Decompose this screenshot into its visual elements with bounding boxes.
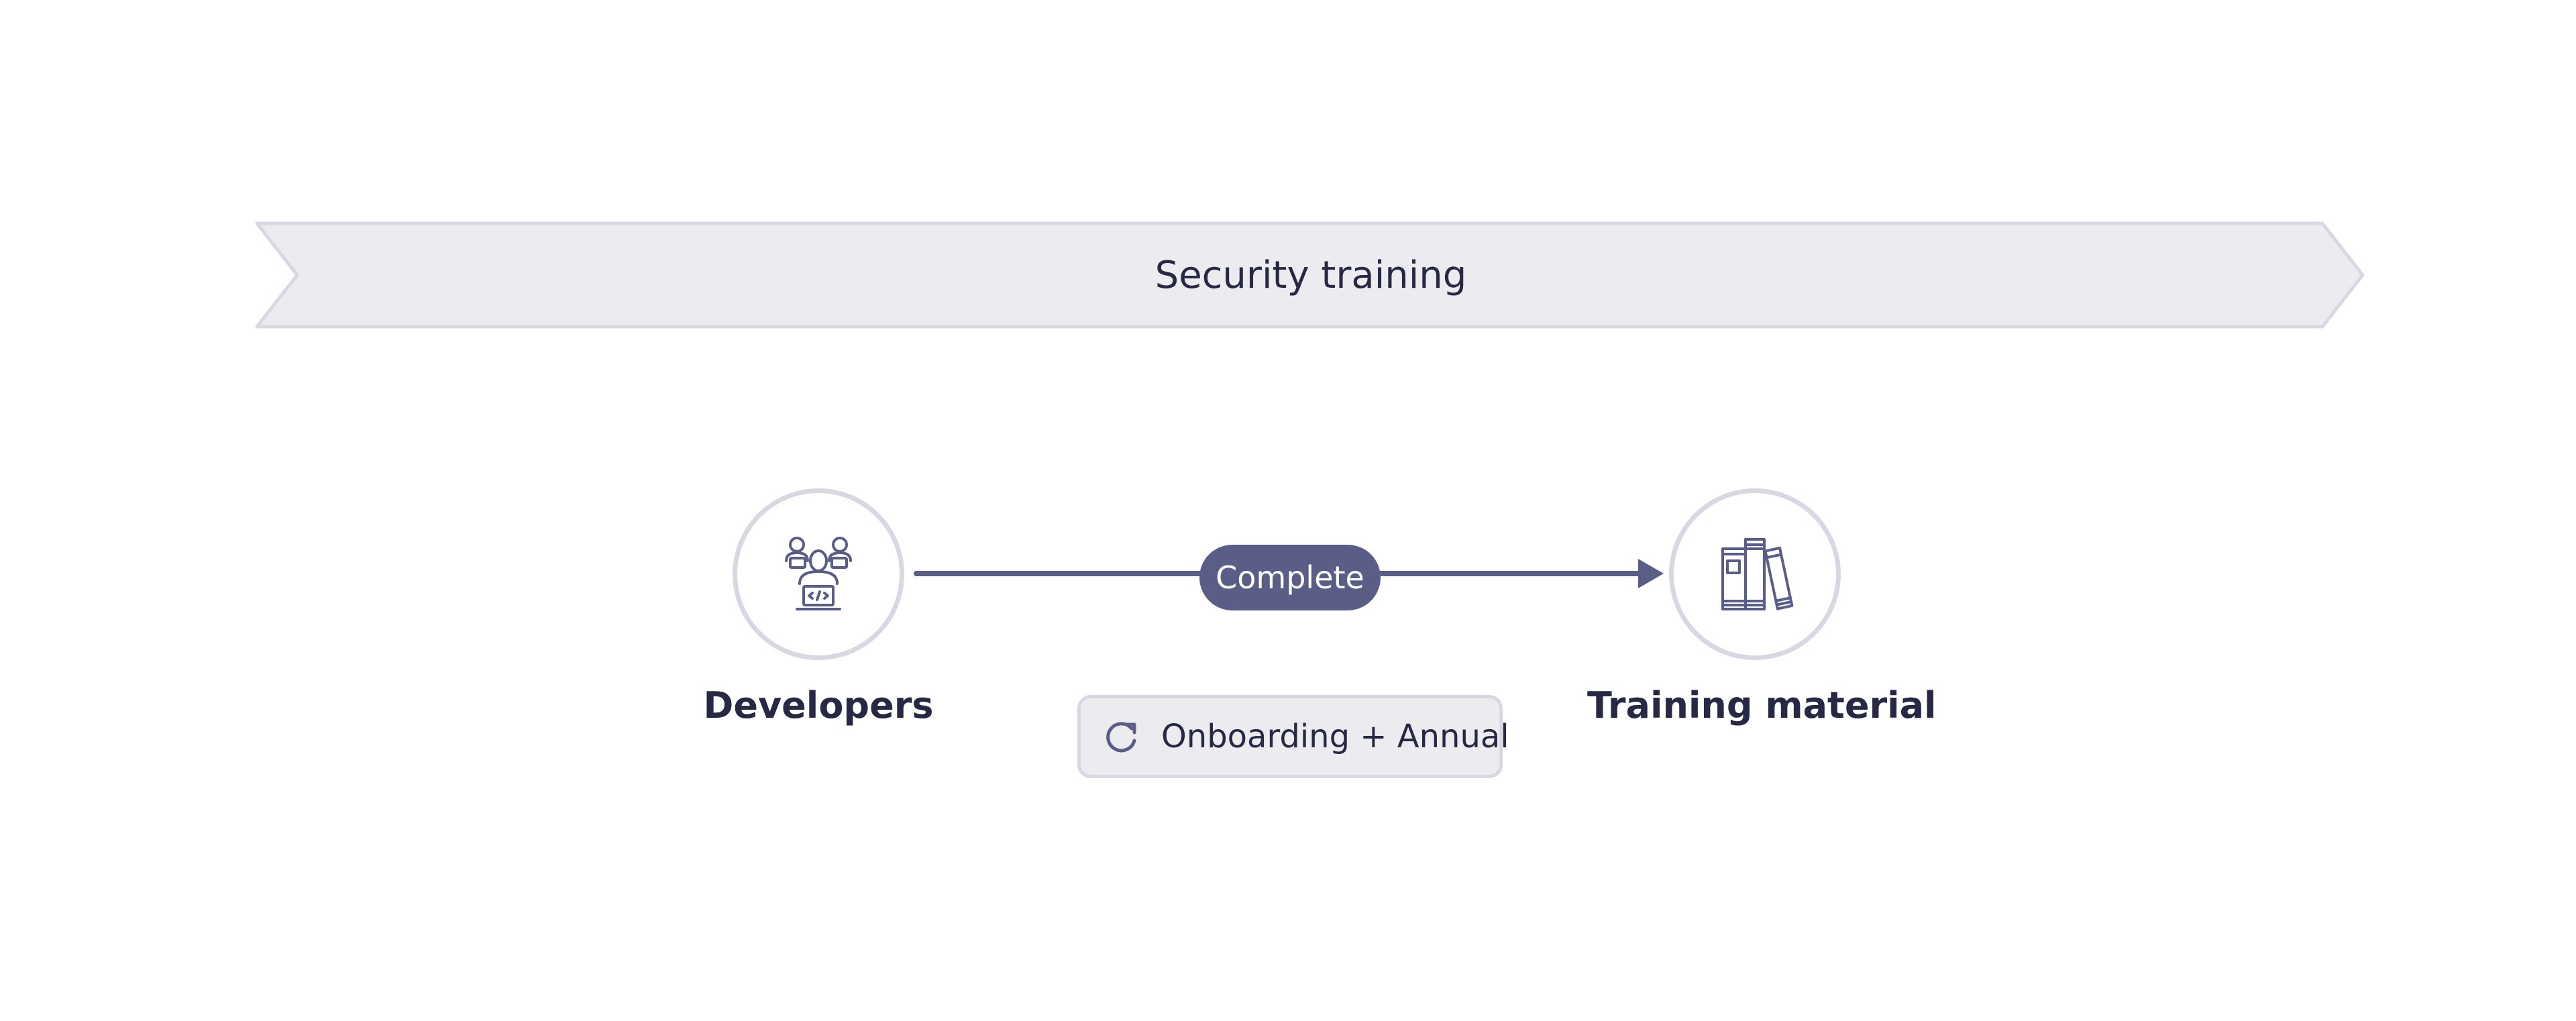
complete-edge-label[interactable]: Complete xyxy=(1199,545,1381,610)
training-material-node[interactable] xyxy=(1669,488,1841,660)
refresh-icon xyxy=(1101,716,1141,757)
frequency-badge: Onboarding + Annual xyxy=(1077,695,1509,778)
books-icon xyxy=(1721,538,1794,610)
developers-label: Developers xyxy=(703,684,934,727)
banner-title: Security training xyxy=(1155,253,1467,297)
security-training-banner: Security training xyxy=(255,221,2367,329)
developers-node[interactable] xyxy=(733,488,904,660)
developers-icon xyxy=(785,537,852,610)
frequency-text: Onboarding + Annual xyxy=(1161,718,1509,755)
training-material-label: Training material xyxy=(1587,684,1937,727)
banner-chevron-shape xyxy=(255,221,2365,329)
